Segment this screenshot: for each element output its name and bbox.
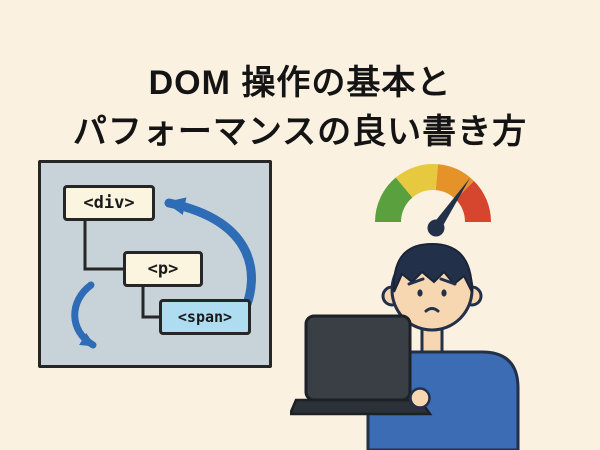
dom-tree-connectors xyxy=(71,197,256,349)
gauge-segment-yellow xyxy=(395,164,439,198)
laptop xyxy=(290,314,433,416)
connector-div-to-p xyxy=(83,221,123,271)
title-line-1: DOM 操作の基本と xyxy=(148,63,452,102)
performance-gauge xyxy=(375,164,491,237)
traverse-down-arrow-icon xyxy=(71,281,97,349)
gauge-needle-hub xyxy=(427,219,445,237)
hair xyxy=(392,242,473,293)
dom-node-div: <div> xyxy=(63,185,155,221)
gauge-segment-red xyxy=(455,181,491,223)
laptop-screen xyxy=(304,314,412,402)
dom-node-p: <p> xyxy=(123,251,203,287)
dom-node-span: <span> xyxy=(159,299,251,335)
developer-illustration xyxy=(290,164,520,450)
dom-tree-panel: <div> <p> <span> xyxy=(38,160,272,368)
left-eye xyxy=(417,289,423,297)
gauge-needle-icon xyxy=(431,178,470,231)
hand xyxy=(409,387,431,409)
gauge-segment-green xyxy=(375,177,413,223)
frown-mouth xyxy=(424,307,440,313)
gauge-segment-orange xyxy=(435,164,474,200)
laptop-base xyxy=(290,398,433,416)
title-line-2: パフォーマンスの良い書き方 xyxy=(72,112,528,151)
connector-p-to-span xyxy=(141,287,159,319)
update-cycle-arrow-icon xyxy=(164,197,256,314)
right-eye xyxy=(441,289,447,297)
page-title: DOM 操作の基本と パフォーマンスの良い書き方 xyxy=(0,59,600,157)
left-eyebrow xyxy=(407,277,425,286)
right-eyebrow xyxy=(439,277,457,286)
